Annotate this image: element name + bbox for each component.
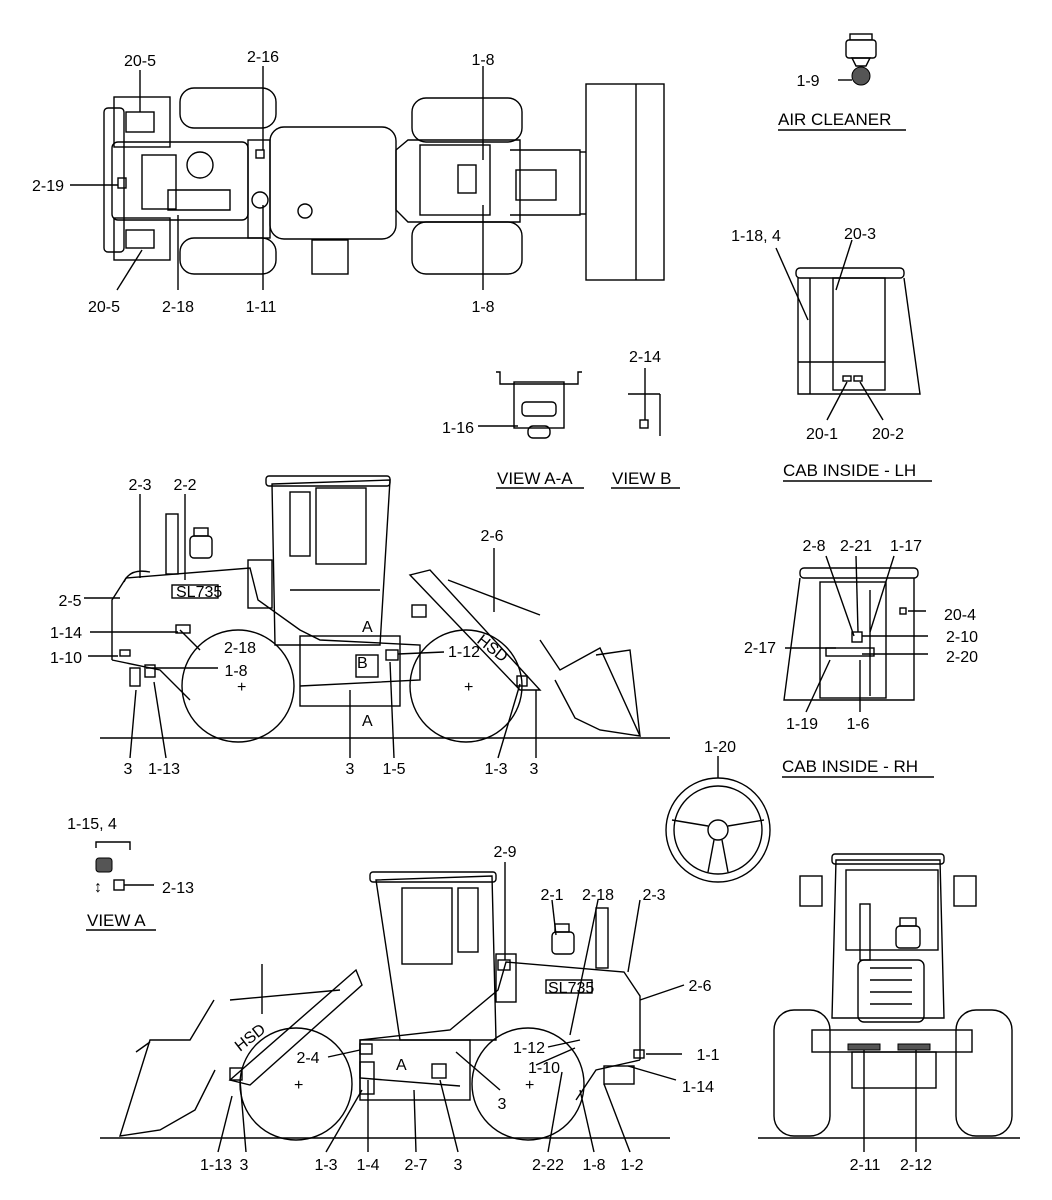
callout-label: 1-5 — [382, 761, 405, 778]
callout-label: 1-19 — [786, 716, 818, 733]
callout-label: 2-9 — [493, 844, 516, 861]
callout-label: 1-8 — [471, 299, 494, 316]
callout-label: 20-1 — [806, 426, 838, 443]
view-a-a-title: VIEW A-A — [497, 469, 573, 488]
view-a-a — [478, 371, 584, 489]
callout-label: 1-2 — [620, 1157, 643, 1174]
callout-label: 1-9 — [796, 73, 819, 90]
view-b-title: VIEW B — [612, 469, 672, 488]
callout-label: 1-12 — [513, 1040, 545, 1057]
callout-label: 1-4 — [356, 1157, 379, 1174]
svg-text:+: + — [294, 1077, 303, 1094]
section-b-mark: B — [357, 655, 368, 672]
callout-label: 2-7 — [404, 1157, 427, 1174]
section-a-mark-top: A — [362, 619, 373, 636]
callout-label: 2-18 — [162, 299, 194, 316]
callout-label: 2-16 — [247, 49, 279, 66]
callout-label: 20-5 — [88, 299, 120, 316]
callout-label: 1-12 — [448, 644, 480, 661]
callout-label: 3 — [498, 1096, 507, 1113]
view-a-title: VIEW A — [87, 911, 146, 930]
callout-label: 2-1 — [540, 887, 563, 904]
cab-inside-lh-view — [775, 239, 921, 421]
callout-label: 2-3 — [128, 477, 151, 494]
top-view — [70, 66, 665, 291]
callout-label: 1-18, 4 — [731, 228, 781, 245]
cab-inside-rh-view — [783, 555, 928, 713]
steering-wheel-view — [665, 756, 771, 883]
model-mark-left: SL735 — [176, 584, 222, 601]
callout-label: 2-11 — [850, 1157, 881, 1174]
callout-label: 2-6 — [688, 978, 711, 995]
callout-label: 2-19 — [32, 178, 64, 195]
callout-label: 2-3 — [642, 887, 665, 904]
callout-label: 2-6 — [480, 528, 503, 545]
callout-label: 1-10 — [50, 650, 82, 667]
callout-label: 2-18 — [582, 887, 614, 904]
callout-label: 2-18 — [224, 640, 256, 657]
section-a-mark-right: A — [396, 1057, 407, 1074]
callout-label: 20-3 — [844, 226, 876, 243]
svg-text:+: + — [237, 679, 246, 696]
callout-label: 1-13 — [148, 761, 180, 778]
svg-text:+: + — [525, 1077, 534, 1094]
callout-label: 2-17 — [744, 640, 776, 657]
left-side-view: + + — [84, 475, 670, 759]
callout-label: 2-14 — [629, 349, 661, 366]
cab-inside-lh-title: CAB INSIDE - LH — [783, 461, 916, 480]
callout-label: 2-12 — [900, 1157, 932, 1174]
callout-label: 2-2 — [173, 477, 196, 494]
callout-label: 1-1 — [696, 1047, 719, 1064]
callout-label: 1-10 — [528, 1060, 560, 1077]
cab-inside-rh-title: CAB INSIDE - RH — [782, 757, 918, 776]
callout-label: 20-4 — [944, 607, 976, 624]
callout-label: 3 — [240, 1157, 249, 1174]
callout-label: 1-8 — [471, 52, 494, 69]
callout-label: 2-10 — [946, 629, 978, 646]
callout-label: 2-4 — [296, 1050, 319, 1067]
rear-view — [758, 853, 1020, 1152]
callout-labels: 20-5 2-16 1-8 2-19 20-5 2-18 1-11 1-8 1-9 1-18, 4… — [32, 49, 978, 1174]
callout-label: 2-5 — [58, 593, 81, 610]
view-a: ↕ — [86, 841, 156, 931]
air-cleaner-title: AIR CLEANER — [778, 110, 891, 129]
callout-label: 1-15, 4 — [67, 816, 117, 833]
svg-text:↕: ↕ — [94, 879, 102, 896]
callout-label: 1-6 — [846, 716, 869, 733]
callout-label: 3 — [530, 761, 539, 778]
callout-label: 3 — [124, 761, 133, 778]
model-mark-right: SL735 — [548, 980, 594, 997]
air-cleaner-view — [838, 33, 877, 86]
callout-label: 1-14 — [682, 1079, 714, 1096]
callout-label: 1-3 — [484, 761, 507, 778]
section-a-mark-bottom: A — [362, 713, 373, 730]
callout-label: 1-8 — [224, 663, 247, 680]
callout-label: 1-20 — [704, 739, 736, 756]
callout-label: 2-8 — [802, 538, 825, 555]
callout-label: 3 — [454, 1157, 463, 1174]
svg-text:+: + — [464, 679, 473, 696]
callout-label: 2-20 — [946, 649, 978, 666]
callout-label: 1-13 — [200, 1157, 232, 1174]
callout-label: 1-8 — [582, 1157, 605, 1174]
callout-label: 2-21 — [840, 538, 872, 555]
callout-label: 1-16 — [442, 420, 474, 437]
callout-label: 1-14 — [50, 625, 82, 642]
callout-label: 1-17 — [890, 538, 922, 555]
callout-label: 20-2 — [872, 426, 904, 443]
callout-label: 20-5 — [124, 53, 156, 70]
callout-label: 1-11 — [246, 299, 277, 316]
callout-label: 3 — [346, 761, 355, 778]
callout-label: 2-13 — [162, 880, 194, 897]
callout-label: 2-22 — [532, 1157, 564, 1174]
callout-label: 1-3 — [314, 1157, 337, 1174]
right-side-view: + + — [100, 862, 685, 1153]
view-b — [611, 368, 680, 489]
